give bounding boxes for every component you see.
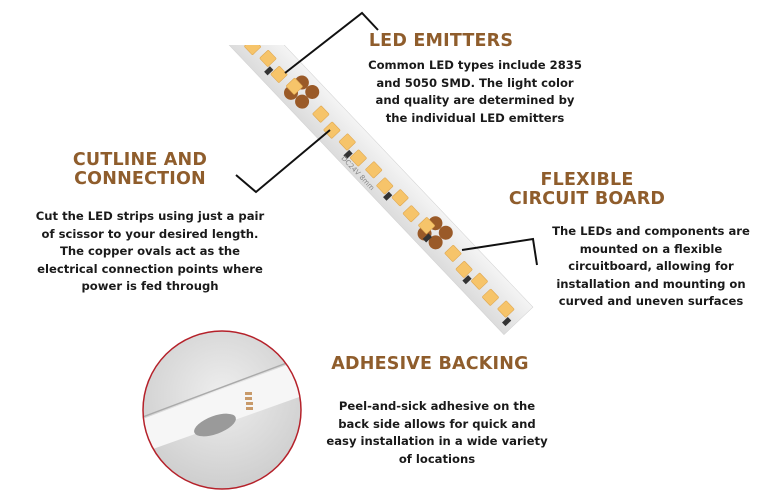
led-emitter: [471, 272, 488, 290]
flexible-body: The LEDs and components are mounted on a…: [552, 224, 750, 309]
cutline-title: CUTLINE AND CONNECTION: [40, 151, 240, 189]
led-emitter: [270, 66, 288, 83]
adhesive-body: Peel-and-sick adhesive on the back side …: [326, 399, 548, 466]
led-emitter: [418, 217, 435, 234]
adhesive-title: ADHESIVE BACKING: [331, 354, 529, 374]
resistor: [502, 316, 512, 327]
led-emitter: [455, 261, 473, 278]
copper-pad: [305, 84, 320, 99]
flexible-title-line2: CIRCUIT BOARD: [508, 189, 666, 209]
led-emitters-title: LED EMITTERS: [368, 31, 514, 51]
led-emitter: [391, 189, 409, 207]
cutline-title-line2: CONNECTION: [74, 169, 206, 189]
led-emitter: [497, 300, 515, 318]
copper-pad: [295, 94, 310, 109]
leader-led-emitters: [284, 11, 379, 74]
flexible-title: FLEXIBLE CIRCUIT BOARD: [487, 171, 687, 209]
cutline-title-line1: CUTLINE AND: [72, 150, 208, 170]
leader-flexible: [461, 237, 538, 266]
led-emitter: [312, 105, 330, 123]
led-emitter: [402, 205, 420, 223]
led-emitter: [323, 121, 341, 139]
resistor: [343, 149, 353, 159]
resistor: [383, 191, 393, 201]
led-emitter: [365, 161, 383, 179]
led-emitter: [444, 245, 462, 262]
resistor: [422, 233, 432, 243]
leader-lines: [235, 11, 538, 266]
leader-cutline: [235, 129, 331, 194]
led-emitter: [286, 77, 303, 95]
resistor: [462, 275, 472, 285]
adhesive-backing-photo: [142, 330, 302, 490]
led-emitters-body: Common LED types include 2835 and 5050 S…: [368, 58, 582, 125]
led-emitter: [349, 149, 367, 167]
resistor: [264, 66, 274, 76]
led-emitter: [338, 133, 356, 151]
led-emitter: [244, 45, 261, 55]
copper-pad: [438, 225, 453, 240]
led-emitter: [259, 50, 277, 67]
led-emitter: [482, 288, 499, 306]
led-emitter: [376, 177, 394, 195]
copper-pad: [428, 235, 443, 250]
cutline-body: Cut the LED strips using just a pair of …: [35, 209, 265, 294]
flexible-title-line1: FLEXIBLE: [540, 170, 634, 190]
